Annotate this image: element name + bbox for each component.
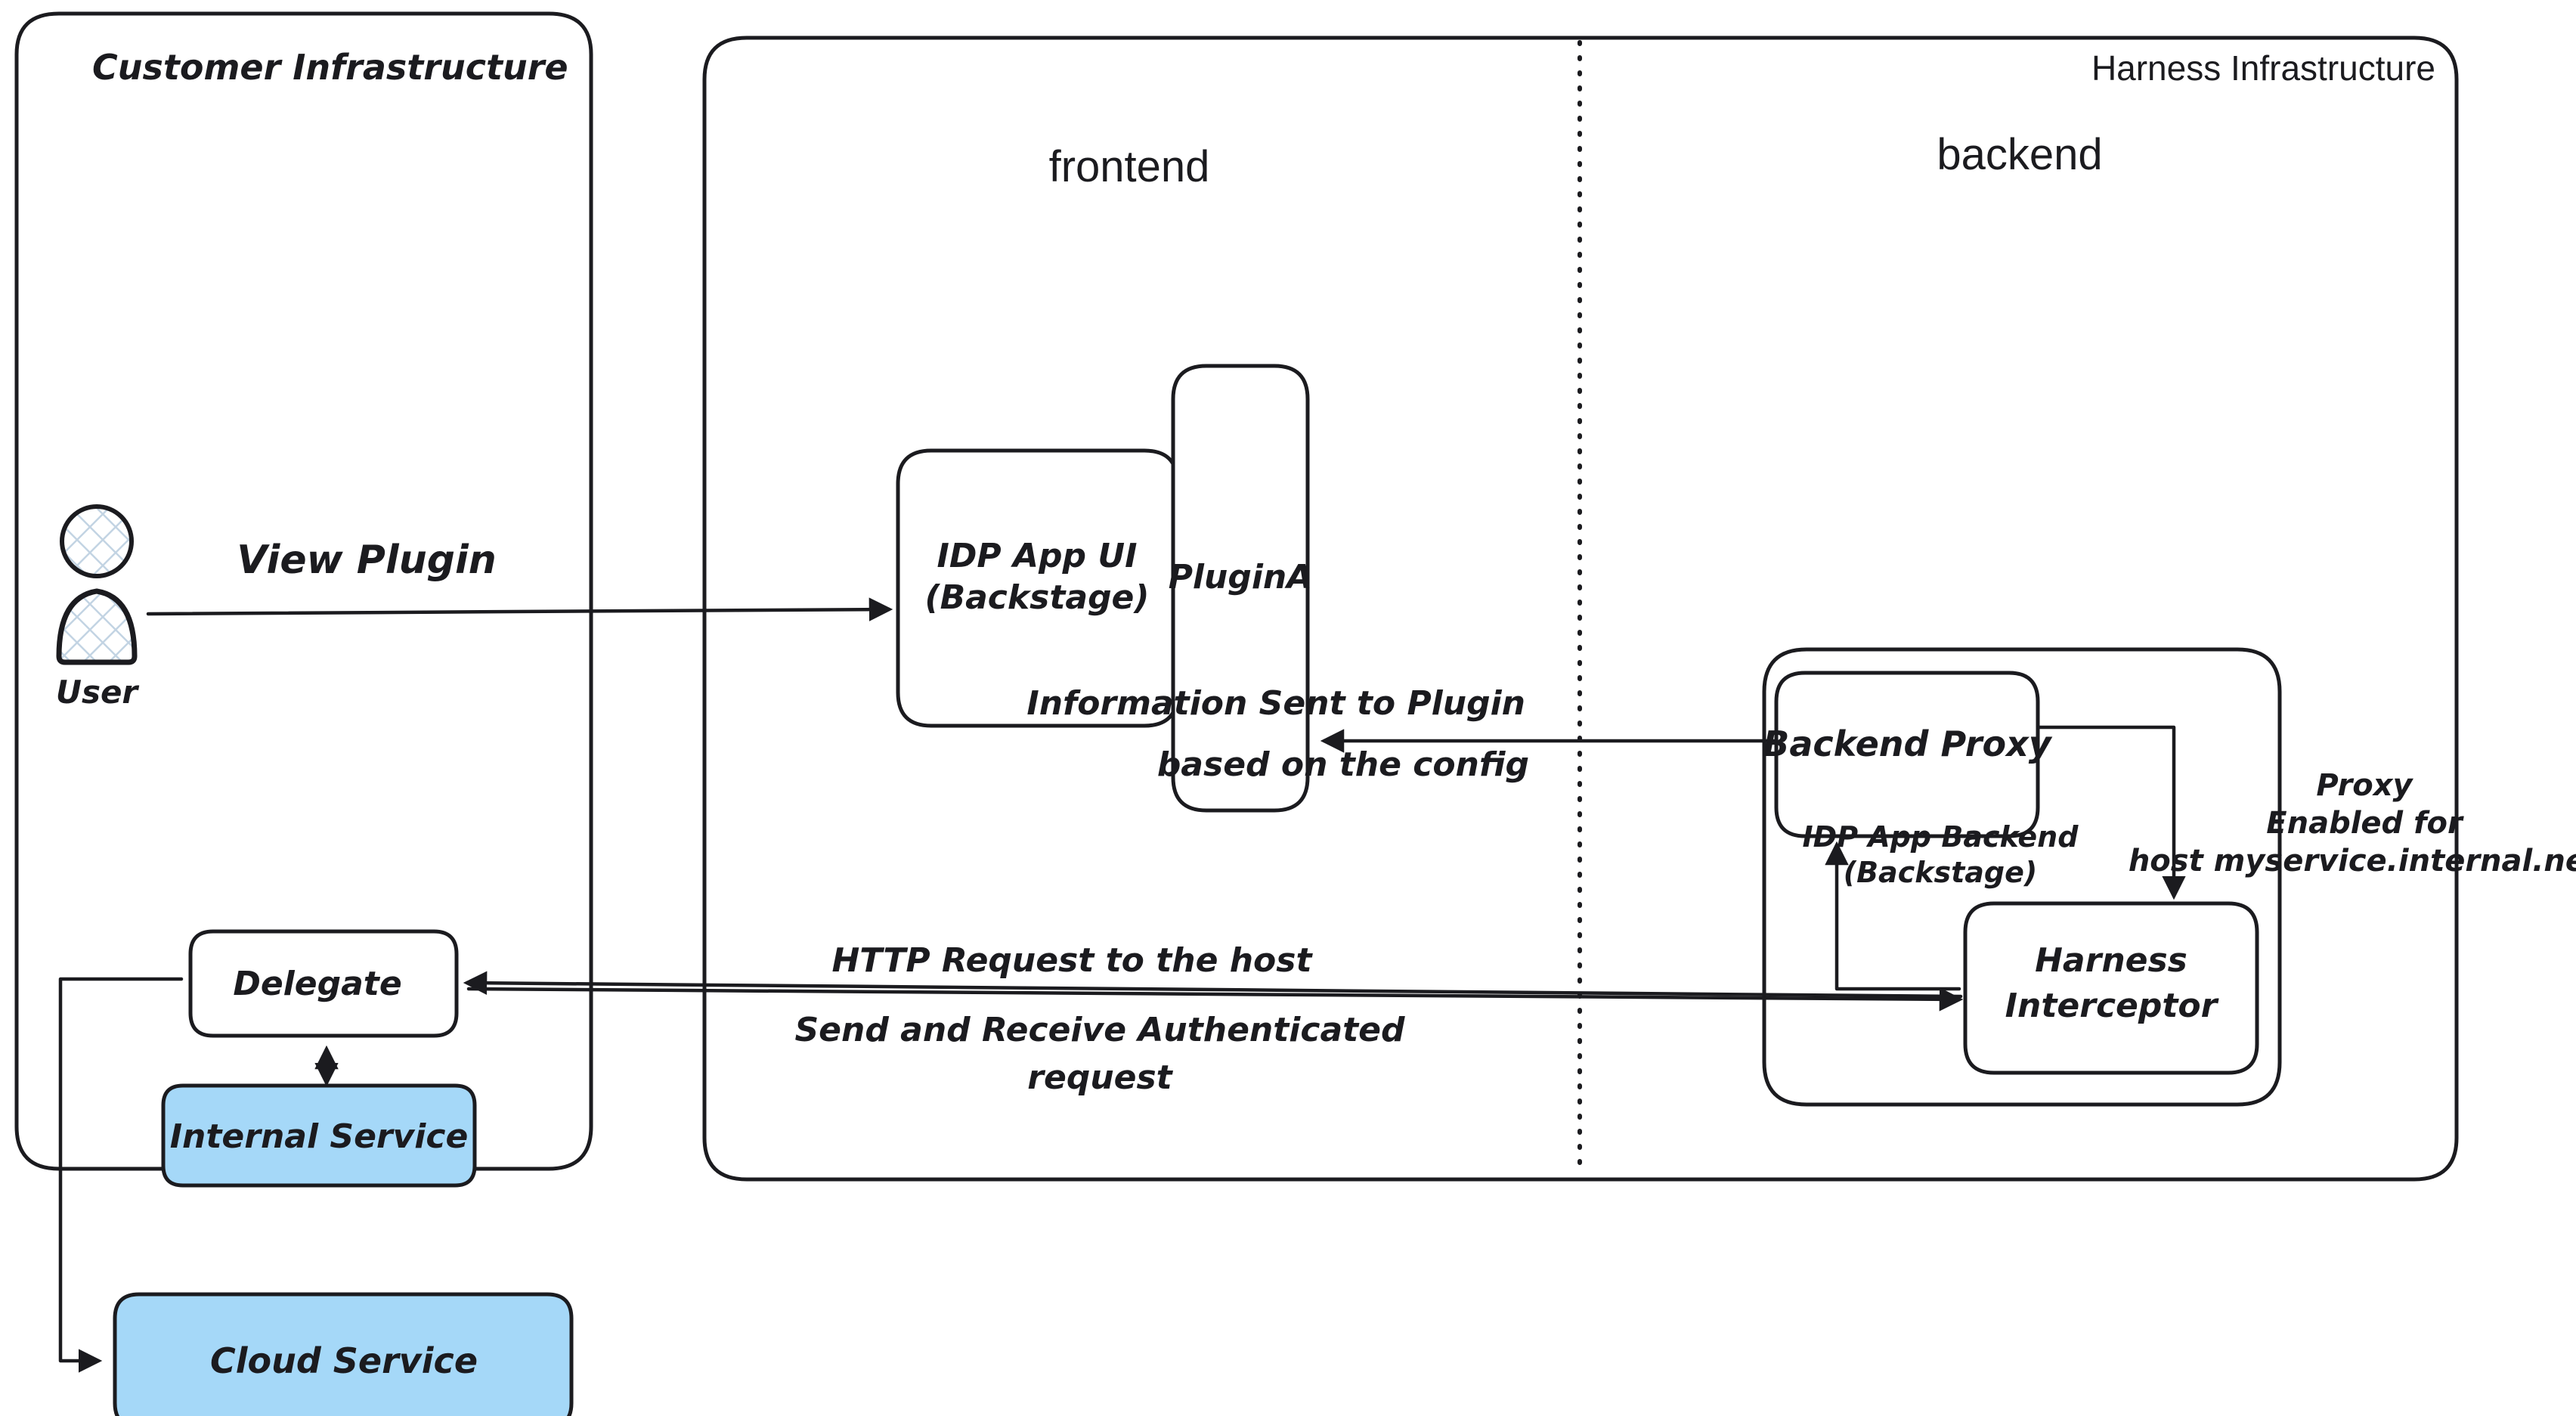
delegate-box[interactable] xyxy=(188,929,459,1038)
customer-infrastructure-label: Customer Infrastructure xyxy=(92,47,568,88)
edge-user-to-idp-app-ui xyxy=(146,597,893,621)
harness-interceptor-label-line1: Harness xyxy=(2035,941,2187,980)
backend-section-header: backend xyxy=(1937,130,2102,179)
cloud-service-label: Cloud Service xyxy=(210,1340,478,1381)
idp-app-backend-label-line1: IDP App Backend xyxy=(1803,820,2079,854)
delegate-label: Delegate xyxy=(233,965,401,1003)
edge-backend-proxy-to-interceptor xyxy=(2036,725,2186,900)
harness-interceptor-box[interactable] xyxy=(1963,901,2259,1075)
proxy-enabled-label-line1: Proxy xyxy=(2316,768,2413,803)
http-request-label: HTTP Request to the host xyxy=(831,941,1313,980)
view-plugin-edge-label: View Plugin xyxy=(237,538,497,583)
harness-interceptor-label-line2: Interceptor xyxy=(2005,987,2219,1025)
idp-app-backend-label-line2: (Backstage) xyxy=(1844,856,2038,889)
frontend-section-header: frontend xyxy=(1049,142,1210,191)
internal-service-label: Internal Service xyxy=(170,1117,469,1156)
idp-app-ui-label-line2: (Backstage) xyxy=(924,578,1149,617)
edge-cloud-service-loop xyxy=(58,977,184,1373)
backend-proxy-label: Backend Proxy xyxy=(1763,723,2052,764)
backend-proxy-box[interactable] xyxy=(1774,671,2040,838)
plugin-a-label: PluginA xyxy=(1169,558,1313,596)
information-sent-label-line1: Information Sent to Plugin xyxy=(1026,684,1525,723)
authenticated-request-label-line2: request xyxy=(1027,1058,1173,1097)
user-label: User xyxy=(56,674,140,711)
proxy-enabled-label-line2: Enabled for xyxy=(2266,806,2464,841)
user-actor xyxy=(56,504,138,665)
harness-infrastructure-label: Harness Infrastructure xyxy=(2091,48,2435,88)
edge-delegate-to-interceptor xyxy=(466,987,1964,1012)
proxy-enabled-label-line3: host myservice.internal.net xyxy=(2129,844,2576,878)
harness-infrastructure-container xyxy=(702,36,2459,1182)
edge-interceptor-to-delegate xyxy=(463,971,1963,999)
edge-interceptor-to-backend-proxy xyxy=(1825,841,1961,991)
authenticated-request-label-line1: Send and Receive Authenticated xyxy=(794,1011,1405,1049)
cloud-service-box[interactable] xyxy=(113,1292,574,1416)
information-sent-label-line2: based on the config xyxy=(1157,745,1529,784)
internal-service-box[interactable] xyxy=(161,1083,477,1188)
customer-infrastructure-container xyxy=(14,11,593,1171)
idp-app-ui-label-line1: IDP App UI xyxy=(937,537,1138,575)
plugin-a-box[interactable] xyxy=(1171,364,1310,813)
